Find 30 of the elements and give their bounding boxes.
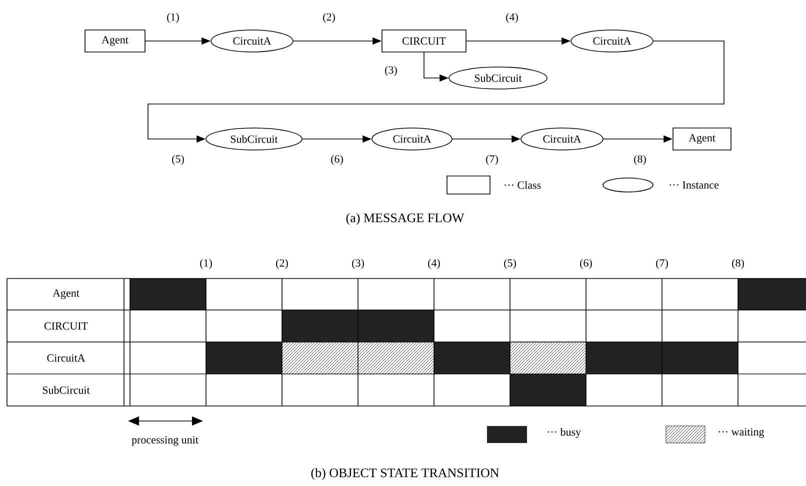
- row-header: Agent: [52, 289, 80, 299]
- legend-label: ··· Instance: [670, 181, 719, 189]
- row-header: SubCircuit: [42, 386, 90, 394]
- row-header: CircuitA: [47, 354, 86, 362]
- column-number: (4): [428, 259, 440, 269]
- caption: (b) OBJECT STATE TRANSITION: [311, 468, 499, 480]
- column-number: (7): [656, 259, 668, 269]
- edge-label: (6): [331, 155, 343, 165]
- legend-label: ··· Class: [504, 181, 541, 189]
- edge-label: (1): [167, 13, 179, 23]
- scale-label: processing unit: [132, 436, 198, 446]
- column-number: (5): [504, 259, 516, 269]
- class-box: Agent: [84, 30, 146, 52]
- caption: (a) MESSAGE FLOW: [346, 213, 464, 225]
- edge-label: (7): [486, 155, 498, 165]
- column-number: (2): [276, 259, 288, 269]
- edge-label: (3): [385, 66, 397, 76]
- column-number: (3): [352, 259, 364, 269]
- class-box: CIRCUIT: [382, 30, 466, 52]
- column-number: (1): [200, 259, 212, 269]
- edge-label: (2): [323, 13, 335, 23]
- edge-label: (8): [634, 155, 646, 165]
- legend-label: ··· busy: [548, 428, 581, 438]
- column-number: (6): [580, 259, 592, 269]
- column-number: (8): [732, 259, 744, 269]
- class-box: Agent: [672, 128, 732, 150]
- row-header: CIRCUIT: [44, 322, 88, 330]
- edge-label: (4): [506, 13, 518, 23]
- edge-label: (5): [172, 155, 184, 165]
- legend-label: ··· waiting: [718, 428, 764, 438]
